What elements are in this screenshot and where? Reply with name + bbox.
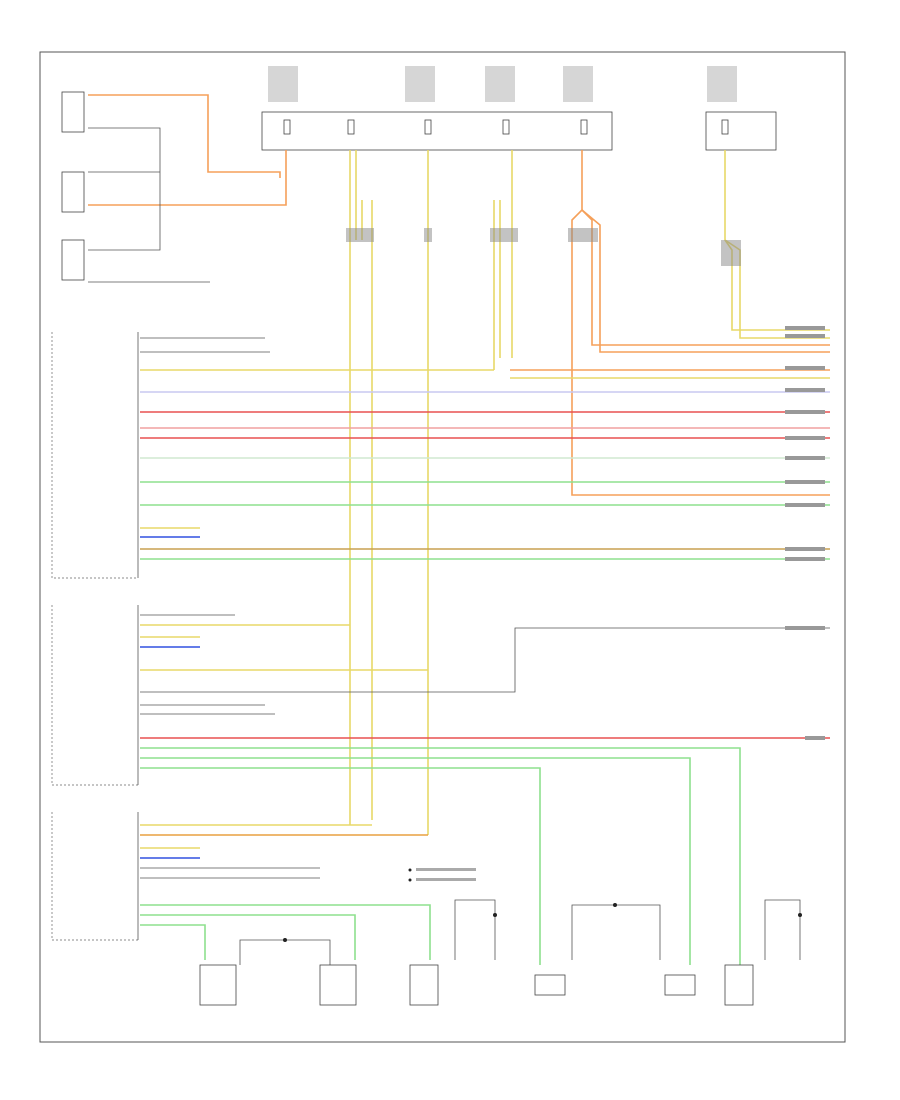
right-connector-marks — [785, 326, 825, 740]
door-switches — [61, 91, 85, 281]
legend — [408, 868, 476, 882]
fuse-headers — [268, 66, 737, 102]
harness-connectors — [346, 228, 741, 266]
module-3 — [51, 812, 139, 941]
vertical-harness-orange — [571, 150, 830, 496]
module-3-wires — [140, 824, 431, 960]
bottom-components — [199, 899, 802, 1006]
fuses — [283, 119, 729, 135]
vertical-harness-tan — [349, 150, 513, 835]
orange-wires-top-left — [88, 94, 287, 206]
module-2-wires — [140, 614, 830, 965]
fuse-block — [261, 111, 777, 151]
module-1 — [51, 332, 139, 579]
module-2 — [51, 605, 139, 786]
black-wires-top-left — [88, 127, 210, 283]
diagram-frame — [39, 51, 846, 1043]
module-1-wires — [140, 337, 830, 560]
